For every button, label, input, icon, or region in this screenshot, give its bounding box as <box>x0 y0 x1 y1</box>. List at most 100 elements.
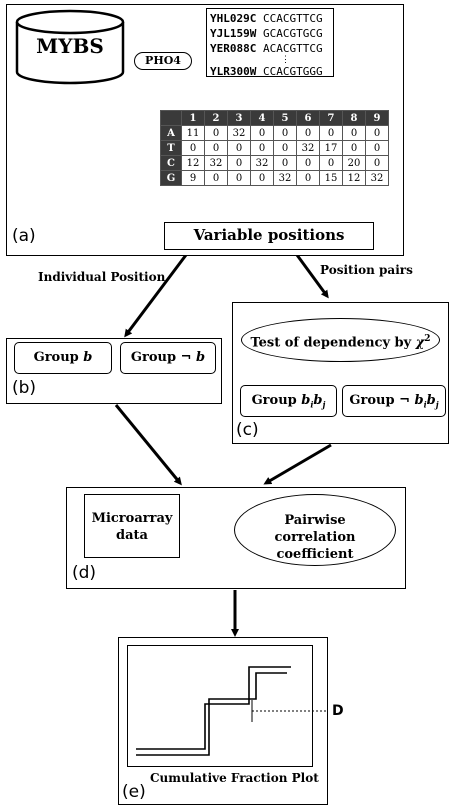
pho4-label: PHO4 <box>134 52 192 70</box>
variable-positions-label: Variable positions <box>193 226 345 244</box>
group-not-bibj-var: bibj <box>414 393 439 410</box>
matrix-cell: 0 <box>365 125 389 141</box>
pho4-text: PHO4 <box>145 54 181 67</box>
matrix-cell: 32 <box>204 155 228 171</box>
test-text: Test of dependency by <box>250 335 416 351</box>
matrix-cell: 0 <box>227 170 251 186</box>
matrix-row-header: T <box>160 140 182 156</box>
matrix-col-header: 9 <box>365 110 389 126</box>
matrix-cell: 32 <box>227 125 251 141</box>
matrix-col-header: 6 <box>296 110 320 126</box>
db-label: MYBS <box>36 34 104 58</box>
sequence-id: YER088C <box>210 42 257 55</box>
group-bibj-text: Group <box>251 393 302 408</box>
group-b-text: Group <box>33 350 84 365</box>
sequence-text: GCACGTGCG <box>262 27 323 40</box>
sequence-text: CCACGTGGG <box>262 65 323 78</box>
curve-group-1 <box>136 672 287 756</box>
matrix-col-header: 4 <box>250 110 274 126</box>
group-not-bibj-text: Group ¬ <box>349 393 415 408</box>
panel-label-e: (e) <box>122 782 146 802</box>
matrix-cell: 32 <box>296 140 320 156</box>
position-pairs-label: Position pairs <box>320 263 413 277</box>
d-statistic-label: D <box>332 703 344 719</box>
sequence-id: YJL159W <box>210 27 257 40</box>
matrix-cell: 32 <box>365 170 389 186</box>
individual-position-label: Individual Position <box>38 270 166 284</box>
matrix-cell: 0 <box>250 170 274 186</box>
pairwise-line2: correlation coefficient <box>274 530 356 562</box>
curve-group-2 <box>136 666 291 750</box>
pairwise-correlation-ellipse: Pairwise correlation coefficient <box>234 494 396 566</box>
matrix-cell: 0 <box>342 140 366 156</box>
group-not-b-box: Group ¬ b <box>120 342 216 374</box>
cumulative-plot-caption: Cumulative Fraction Plot <box>150 771 319 785</box>
matrix-cell: 0 <box>319 125 343 141</box>
matrix-row: G 9 0 0 0 32 0 15 12 32 <box>160 170 389 186</box>
group-not-b-var: b <box>196 350 206 365</box>
matrix-col-header: 2 <box>204 110 228 126</box>
group-not-b-text: Group ¬ <box>130 350 196 365</box>
matrix-cell: 0 <box>342 125 366 141</box>
matrix-cell: 0 <box>319 155 343 171</box>
group-bibj-box: Group bibj <box>240 385 337 417</box>
matrix-row: C 12 32 0 32 0 0 0 20 0 <box>160 155 389 171</box>
matrix-cell: 17 <box>319 140 343 156</box>
sequence-id: YLR300W <box>210 65 257 78</box>
microarray-line1: Microarray <box>91 511 173 526</box>
matrix-cell: 0 <box>365 140 389 156</box>
position-frequency-matrix: 1 2 3 4 5 6 7 8 9 A 11 0 32 0 0 0 0 0 0 … <box>160 110 389 186</box>
matrix-cell: 0 <box>204 170 228 186</box>
sequence-ellipsis: ⋮ <box>281 55 290 65</box>
matrix-cell: 0 <box>204 140 228 156</box>
pairwise-line1: Pairwise <box>284 513 346 528</box>
sequence-text: CCACGTTCG <box>262 12 323 25</box>
matrix-cell: 0 <box>250 125 274 141</box>
matrix-col-header: 1 <box>181 110 205 126</box>
panel-label-b: (b) <box>12 378 37 398</box>
matrix-cell: 0 <box>250 140 274 156</box>
group-bibj-var: bibj <box>301 393 326 410</box>
chi-superscript: 2 <box>424 334 431 344</box>
matrix-cell: 32 <box>250 155 274 171</box>
cumulative-plot-frame <box>127 645 313 767</box>
matrix-cell: 12 <box>181 155 205 171</box>
matrix-cell: 0 <box>296 170 320 186</box>
matrix-corner <box>160 110 182 126</box>
matrix-header-row: 1 2 3 4 5 6 7 8 9 <box>160 110 389 126</box>
matrix-cell: 20 <box>342 155 366 171</box>
matrix-cell: 0 <box>227 155 251 171</box>
matrix-cell: 32 <box>273 170 297 186</box>
sequence-list: YHL029C CCACGTTCG YJL159W GCACGTGCG YER0… <box>206 8 334 79</box>
matrix-cell: 0 <box>227 140 251 156</box>
panel-label-c: (c) <box>236 420 259 440</box>
chi-symbol: χ <box>415 335 425 351</box>
matrix-row: T 0 0 0 0 0 32 17 0 0 <box>160 140 389 156</box>
matrix-cell: 9 <box>181 170 205 186</box>
group-b-box: Group b <box>14 342 112 374</box>
matrix-col-header: 5 <box>273 110 297 126</box>
cumulative-fraction-curves <box>136 666 327 756</box>
microarray-data-box: Microarray data <box>84 494 180 558</box>
matrix-cell: 0 <box>204 125 228 141</box>
sequence-row: YHL029C CCACGTTCG <box>210 11 333 26</box>
sequence-row: YLR300W CCACGTGGG <box>210 64 333 79</box>
matrix-col-header: 7 <box>319 110 343 126</box>
matrix-cell: 0 <box>273 125 297 141</box>
panel-label-a: (a) <box>12 226 36 246</box>
matrix-cell: 0 <box>273 140 297 156</box>
matrix-row-header: A <box>160 125 182 141</box>
matrix-cell: 0 <box>296 125 320 141</box>
matrix-row-header: C <box>160 155 182 171</box>
matrix-cell: 0 <box>365 155 389 171</box>
arrow-to-panel-b <box>124 254 188 338</box>
matrix-cell: 15 <box>319 170 343 186</box>
arrow-c-to-d <box>263 443 332 485</box>
sequence-text: ACACGTTCG <box>262 42 323 55</box>
matrix-col-header: 3 <box>227 110 251 126</box>
matrix-cell: 12 <box>342 170 366 186</box>
matrix-col-header: 8 <box>342 110 366 126</box>
sequence-id: YHL029C <box>210 12 257 25</box>
arrow-b-to-d <box>114 404 182 486</box>
group-b-var: b <box>83 350 93 365</box>
